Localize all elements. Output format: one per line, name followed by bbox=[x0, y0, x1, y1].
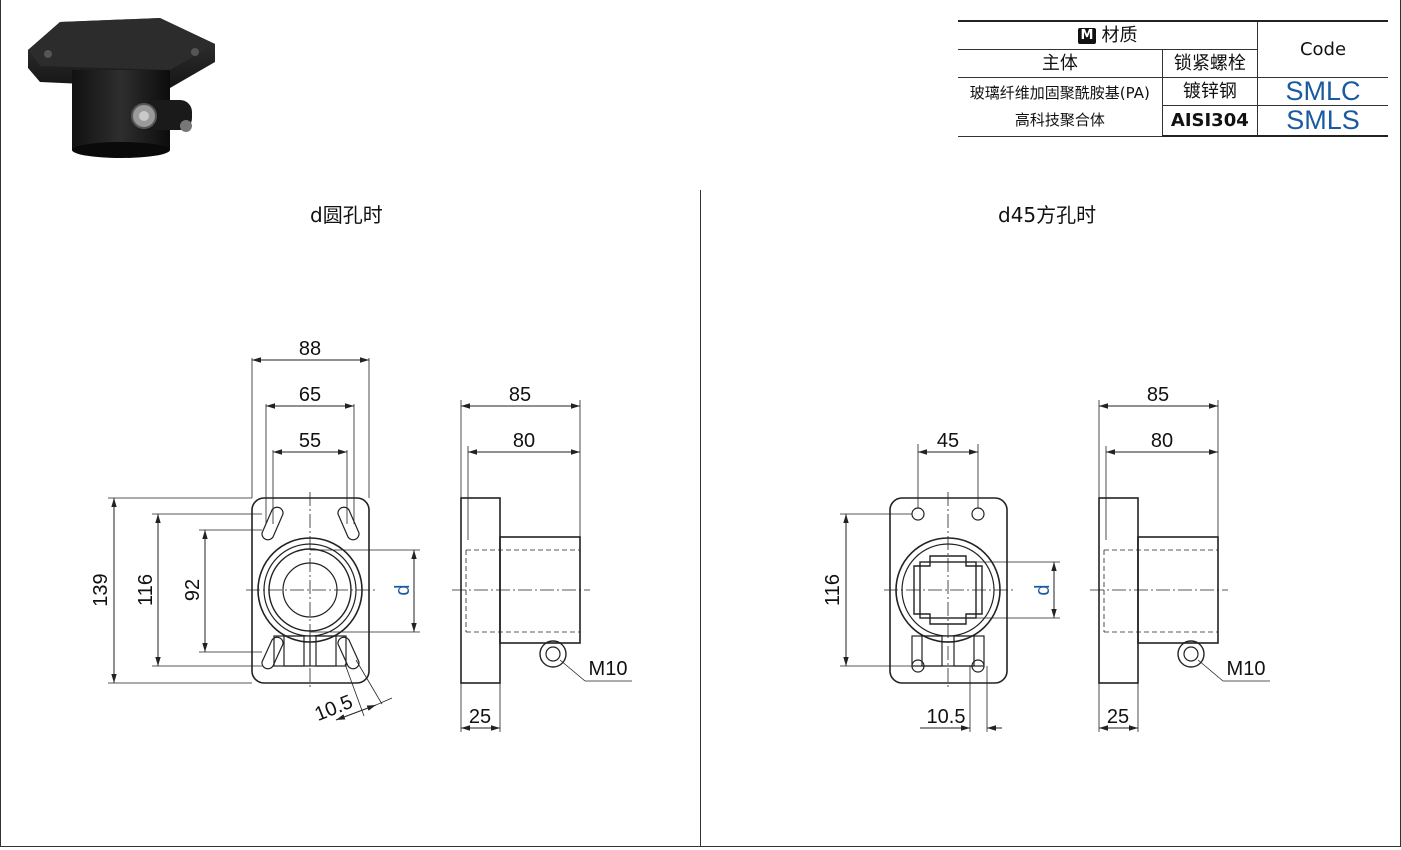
code-header: Code bbox=[1257, 20, 1388, 78]
dim-bore-d-left: d bbox=[392, 584, 414, 595]
right-front-view bbox=[840, 444, 1060, 732]
body-material-line1: 玻璃纤维加固聚酰胺基(PA) bbox=[969, 83, 1150, 102]
left-view-title: d圆孔时 bbox=[310, 203, 383, 227]
dim-116-left: 116 bbox=[135, 574, 157, 606]
dim-m10-right: M10 bbox=[1227, 658, 1266, 680]
view-divider bbox=[700, 190, 701, 846]
dim-m10-left: M10 bbox=[589, 658, 628, 680]
product-photo bbox=[28, 18, 215, 158]
left-front-view bbox=[108, 357, 420, 721]
right-side-view bbox=[1090, 400, 1270, 732]
code-1: SMLS bbox=[1257, 105, 1388, 137]
body-material-cell: 玻璃纤维加固聚酰胺基(PA) 高科技聚合体 bbox=[958, 77, 1163, 137]
dim-bore-d-right: d bbox=[1032, 584, 1054, 595]
dim-80-right: 80 bbox=[1151, 430, 1173, 452]
material-badge-icon: M bbox=[1077, 28, 1097, 44]
dim-88: 88 bbox=[299, 338, 321, 360]
body-material-line2: 高科技聚合体 bbox=[1014, 110, 1105, 129]
dim-10-5-right: 10.5 bbox=[927, 706, 966, 728]
dim-55: 55 bbox=[299, 430, 321, 452]
dim-80-left: 80 bbox=[513, 430, 535, 452]
dim-139: 139 bbox=[90, 573, 112, 606]
body-header: 主体 bbox=[958, 49, 1163, 78]
dim-25-right: 25 bbox=[1107, 706, 1129, 728]
left-side-view bbox=[452, 400, 632, 732]
bolt-material-0: 镀锌钢 bbox=[1161, 77, 1258, 106]
dim-85-left: 85 bbox=[509, 384, 531, 406]
dim-65: 65 bbox=[299, 384, 321, 406]
dim-45: 45 bbox=[937, 430, 959, 452]
dim-10-5-left: 10.5 bbox=[312, 691, 356, 726]
bolt-header: 锁紧螺栓 bbox=[1161, 49, 1258, 78]
dim-92: 92 bbox=[182, 579, 204, 601]
material-header: 材质 bbox=[1101, 25, 1138, 46]
dim-85-right: 85 bbox=[1147, 384, 1169, 406]
bolt-material-1: AISI304 bbox=[1161, 105, 1258, 137]
right-view-title: d45方孔时 bbox=[998, 203, 1097, 227]
dim-116-right: 116 bbox=[822, 574, 844, 606]
dim-25-left: 25 bbox=[469, 706, 491, 728]
code-0: SMLC bbox=[1257, 77, 1388, 106]
